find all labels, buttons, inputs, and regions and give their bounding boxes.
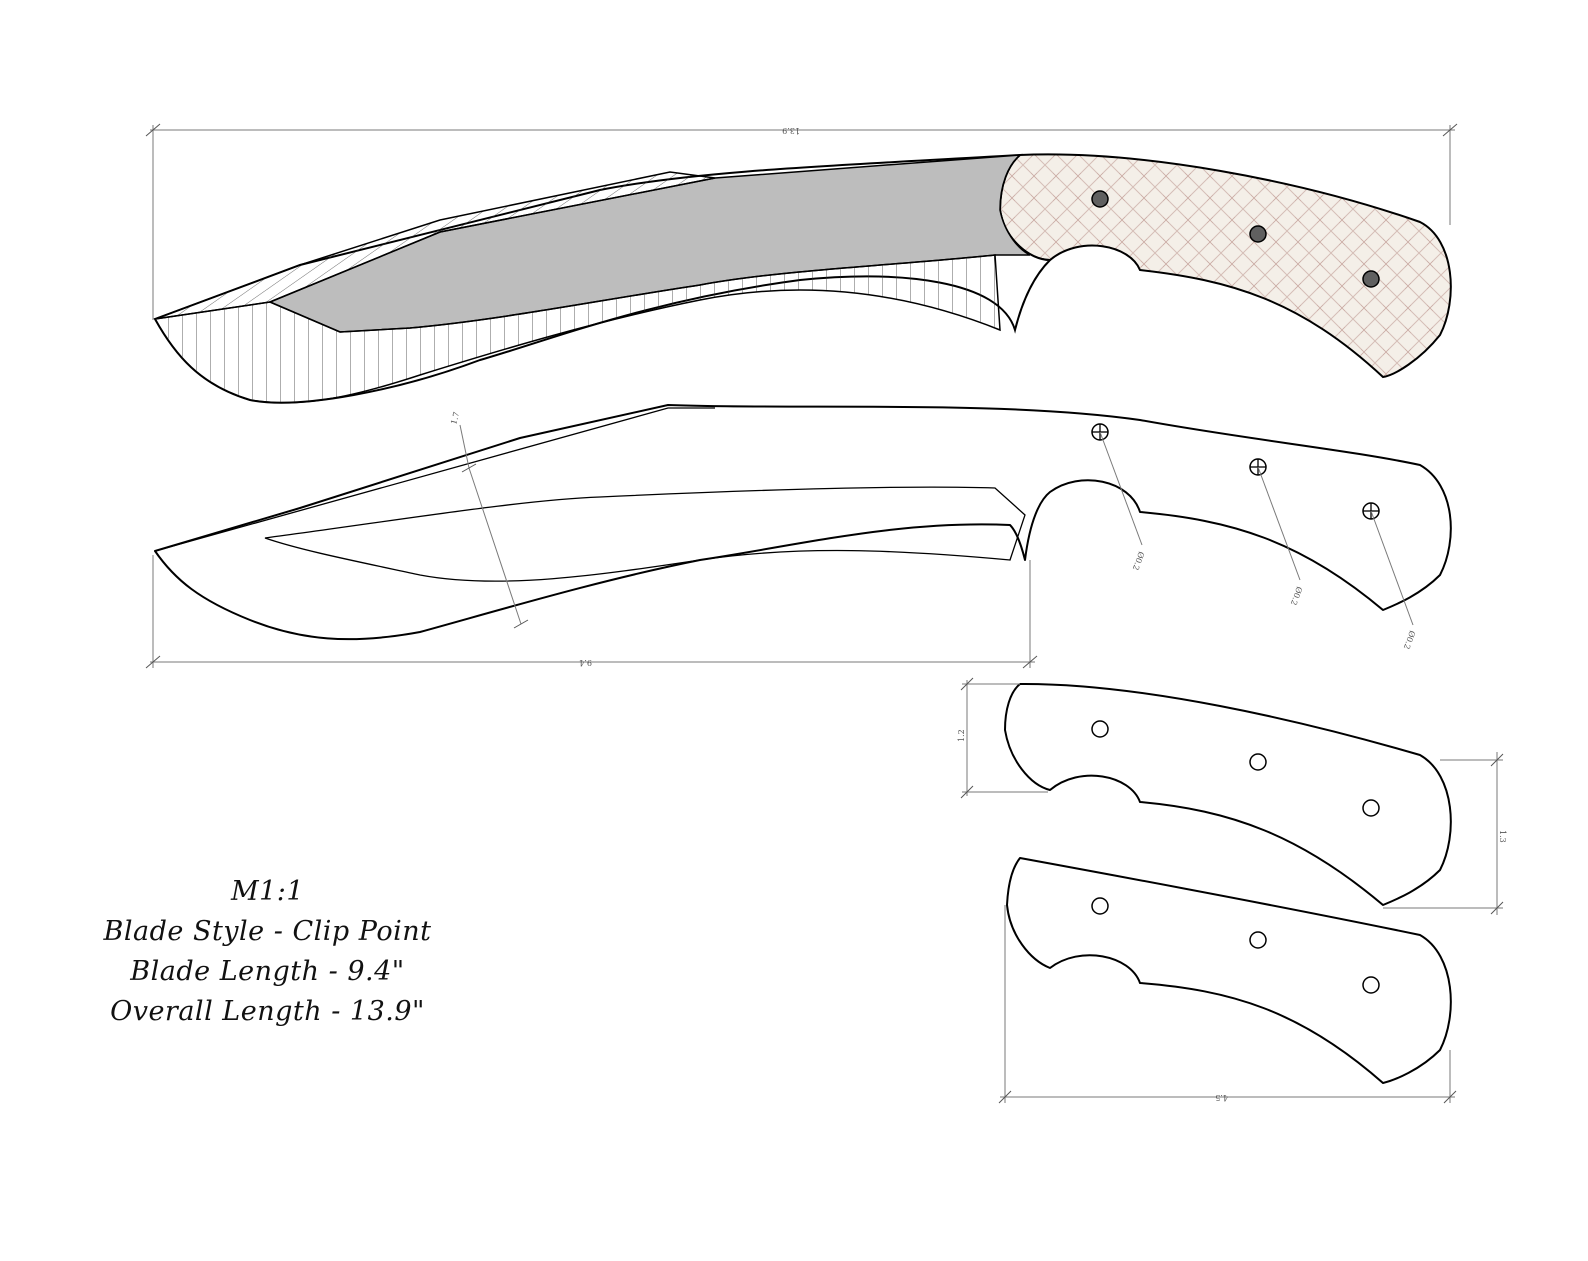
handle-scale-1: [1004, 682, 1452, 906]
scale-1-hole-1: [1091, 720, 1109, 738]
overall-length-label: 13.9: [782, 126, 800, 135]
scale-right-dimension: 1.3: [1383, 752, 1507, 915]
blade-width-dimension: 1.7: [449, 411, 529, 629]
pin2-dimension: Ø0.2: [1289, 585, 1304, 606]
scale-1-hole-3: [1362, 799, 1380, 817]
pin3-dimension: Ø0.2: [1402, 629, 1417, 650]
handle-scale-2-outline: [1006, 857, 1452, 1084]
scale-2-hole-1: [1091, 897, 1109, 915]
model-scale: M1:1: [230, 876, 305, 907]
scale-left-label: 1.2: [957, 729, 966, 742]
handle-scale-1-outline: [1004, 682, 1452, 906]
pin-3: [1362, 270, 1380, 288]
scale-2-hole-2: [1249, 931, 1267, 949]
blade-length-dimension: 9.4: [145, 555, 1038, 669]
scale-bottom-label: 4.5: [1215, 1093, 1228, 1102]
pin1-dimension: Ø0.2: [1131, 550, 1146, 571]
scale-bottom-dimension: 4.5: [998, 905, 1457, 1104]
overall-length-dimension: 13.9: [145, 123, 1458, 320]
outline-knife: [154, 404, 1452, 641]
blade-length-label: 9.4: [579, 658, 592, 667]
scale-1-hole-2: [1249, 753, 1267, 771]
shaded-knife: [153, 153, 1452, 404]
pin-2: [1249, 225, 1267, 243]
blade-style: Blade Style - Clip Point: [103, 916, 432, 947]
knife-profile-outline: [154, 404, 1452, 641]
spine-clip-line: [154, 407, 715, 552]
overall-length: Overall Length - 13.9": [110, 996, 425, 1027]
scale-2-hole-3: [1362, 976, 1380, 994]
blade-clip-hatch: [154, 171, 716, 320]
spec-block: M1:1 Blade Style - Clip Point Blade Leng…: [95, 872, 440, 1032]
grind-line: [264, 486, 1026, 582]
blade-length: Blade Length - 9.4": [130, 956, 405, 987]
pin-1: [1091, 190, 1109, 208]
scale-left-dimension: 1.2: [957, 677, 1048, 799]
blade-width-label: 1.7: [449, 411, 461, 426]
blade-edge-bevel: [153, 254, 1001, 404]
scale-right-label: 1.3: [1498, 830, 1507, 843]
handle-scale-textured: [998, 153, 1452, 379]
handle-scale-2: [1006, 857, 1452, 1084]
